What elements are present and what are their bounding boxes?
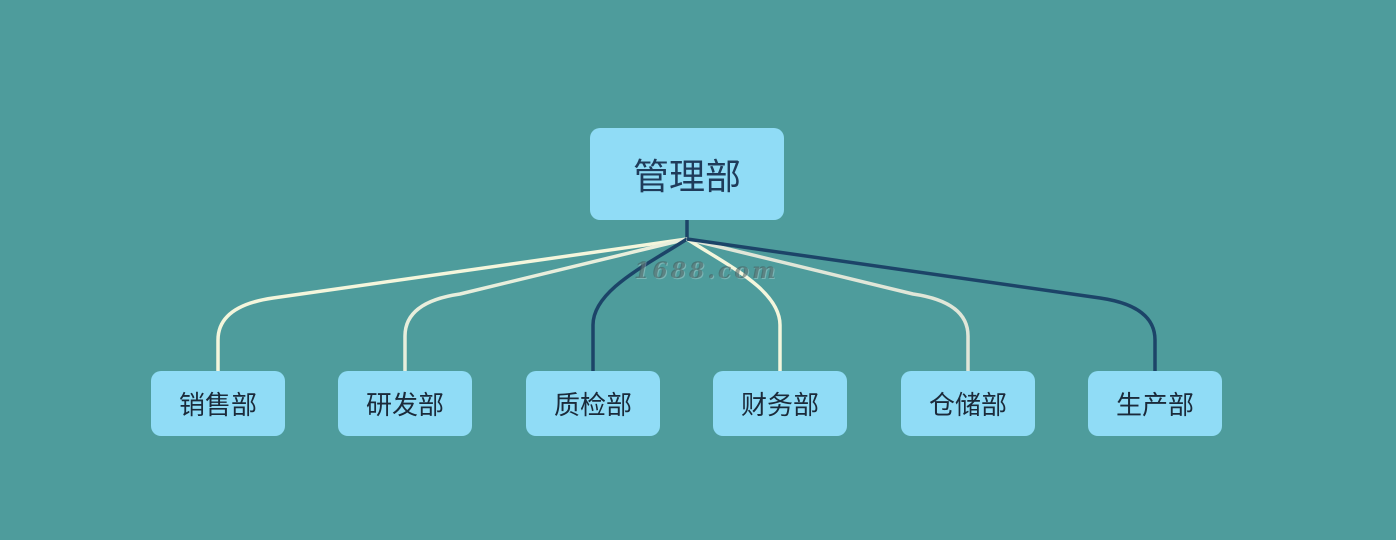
child-node-rnd[interactable]: 研发部 [338, 371, 472, 436]
child-node-production[interactable]: 生产部 [1088, 371, 1222, 436]
child-node-sales[interactable]: 销售部 [151, 371, 285, 436]
child-node-warehouse[interactable]: 仓储部 [901, 371, 1035, 436]
child-node-label: 财务部 [740, 391, 819, 421]
watermark: 1688.com [634, 258, 779, 284]
child-node-quality[interactable]: 质检部 [526, 371, 660, 436]
child-node-label: 质检部 [553, 391, 632, 421]
child-node-label: 研发部 [365, 391, 444, 421]
child-node-finance[interactable]: 财务部 [713, 371, 847, 436]
connector-line-2 [591, 237, 688, 371]
connector-line-1 [403, 237, 688, 371]
connector-line-3 [686, 237, 782, 371]
connector-line-0 [216, 237, 688, 371]
connector-line-4 [686, 237, 970, 371]
connector-line-5 [686, 237, 1157, 371]
child-node-label: 生产部 [1115, 391, 1194, 421]
child-node-label: 仓储部 [928, 391, 1007, 421]
root-node-management[interactable]: 管理部 [590, 128, 784, 220]
root-node-label: 管理部 [632, 157, 741, 198]
child-node-label: 销售部 [178, 391, 257, 421]
